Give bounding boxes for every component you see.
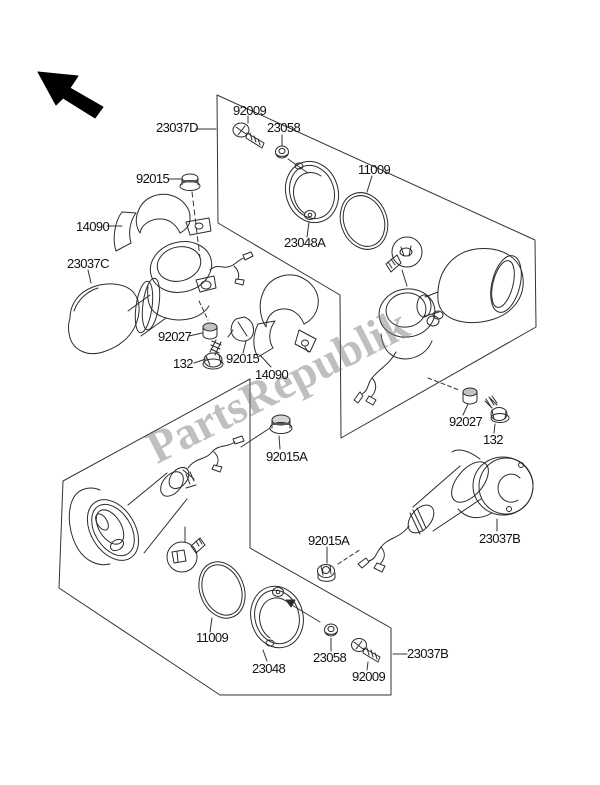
part-label-14090-topleft: 14090 — [76, 219, 110, 234]
grommet-92015A-icon — [269, 414, 293, 434]
bushing-92027-left-icon — [202, 322, 218, 340]
nut-23058-bottom-icon — [324, 623, 338, 637]
part-label-23048A: 23048A — [284, 235, 326, 250]
screw-92009-top-icon — [232, 122, 265, 149]
part-label-92009-top: 92009 — [233, 103, 267, 118]
o-ring-11009-bottom-icon — [198, 561, 246, 619]
part-label-92015A-first: 92015A — [266, 449, 308, 464]
part-label-23058-top: 23058 — [267, 120, 301, 135]
damper-92015-icon — [227, 316, 254, 342]
o-ring-11009-top-icon — [339, 192, 389, 250]
part-label-11009-top: 11009 — [358, 162, 391, 177]
screw-132-left-icon — [202, 339, 224, 370]
turn-signal-assembly-23037B — [357, 449, 534, 573]
bracket-14090-icon — [113, 193, 212, 252]
part-label-132-right: 132 — [483, 432, 503, 447]
bulb-bottom-icon — [166, 537, 206, 573]
screw-132-right-icon — [484, 395, 510, 423]
nut-92015A-icon — [317, 564, 336, 582]
lens-cover-23048A-icon — [284, 160, 340, 224]
part-label-92015-topleft: 92015 — [136, 171, 170, 186]
direction-arrow-icon — [37, 71, 104, 119]
screw-92009-bottom-icon — [351, 638, 381, 663]
part-label-92015A-second: 92015A — [308, 533, 350, 548]
part-label-92027-left: 92027 — [158, 329, 192, 344]
group-box-23037B — [58, 378, 392, 696]
part-label-23037B-right: 23037B — [479, 531, 521, 546]
part-label-23037B-bottom: 23037B — [407, 646, 449, 661]
leader-lines — [87, 115, 498, 671]
part-label-23037D: 23037D — [156, 120, 199, 135]
lens-cover-23048-icon — [250, 585, 304, 649]
group-box-23037D — [216, 94, 537, 439]
wire-leads-icon — [209, 251, 254, 286]
part-label-132-left: 132 — [173, 356, 193, 371]
part-label-92027-right: 92027 — [449, 414, 483, 429]
turn-signal-assembly-23037C — [68, 173, 254, 355]
part-label-11009-bottom: 11009 — [196, 630, 229, 645]
part-label-14090-middle: 14090 — [255, 367, 289, 382]
clamp-body-icon — [127, 241, 217, 337]
turn-signal-assembly-top-right — [353, 248, 524, 406]
lens-23037C-icon — [68, 277, 161, 355]
part-label-23048-bottom: 23048 — [252, 661, 286, 676]
bracket-14090-middle-icon — [253, 274, 319, 358]
nut-23058-top-icon — [275, 145, 289, 159]
part-label-23058-bottom: 23058 — [313, 650, 347, 665]
part-label-23037C: 23037C — [67, 256, 110, 271]
part-label-92015-middle: 92015 — [226, 351, 260, 366]
part-label-92009-bottom: 92009 — [352, 669, 386, 684]
grommet-92015-icon — [179, 173, 201, 191]
turn-signal-body-bottom-left — [68, 435, 245, 566]
bushing-92027-right-icon — [462, 387, 478, 405]
bulb-top-icon — [385, 236, 423, 273]
